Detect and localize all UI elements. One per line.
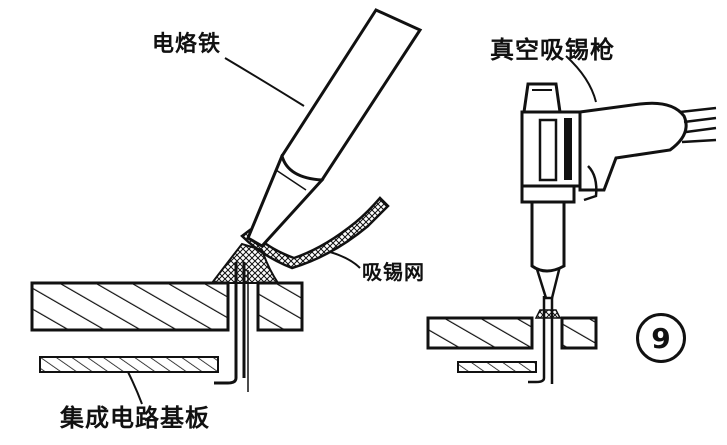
ic-substrate-left xyxy=(39,356,219,373)
ic-substrate-right xyxy=(457,361,537,373)
desolder-gun xyxy=(520,82,717,300)
left-scene xyxy=(30,8,423,405)
leader-wick xyxy=(329,251,361,269)
leader-iron xyxy=(224,57,305,107)
figure-number-badge: 9 xyxy=(636,313,686,363)
pcb-board-right xyxy=(426,309,598,350)
label-vacuum-desolder-gun: 真空吸锡枪 xyxy=(490,36,615,64)
pcb-board-left xyxy=(30,281,304,332)
label-solder-wick: 吸锡网 xyxy=(362,260,425,284)
label-soldering-iron: 电烙铁 xyxy=(152,32,222,57)
leader-gun xyxy=(565,55,597,103)
solder-wick xyxy=(240,196,390,270)
component-lead-right xyxy=(528,296,554,384)
soldering-iron xyxy=(246,8,423,248)
leader-pcb xyxy=(127,371,143,405)
label-ic-board: 集成电路基板 xyxy=(60,404,210,432)
right-scene xyxy=(426,55,717,384)
